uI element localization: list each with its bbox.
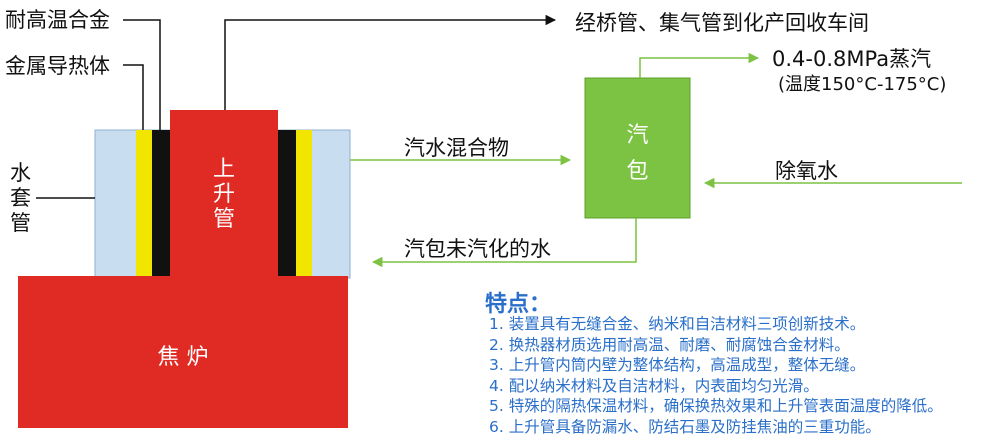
feature-item: 5. 特殊的隔热保温材料，确保换热效果和上升管表面温度的降低。 xyxy=(489,397,943,415)
alloy-label: 耐高温合金 xyxy=(5,8,110,32)
feature-item: 2. 换热器材质选用耐高温、耐磨、耐腐蚀合金材料。 xyxy=(489,335,850,354)
furnace-shape xyxy=(18,276,348,428)
feature-item: 4. 配以纳米材料及自洁材料，内表面均匀光滑。 xyxy=(489,376,819,395)
riser-tube-shape xyxy=(170,110,278,278)
unvaporized-water-label: 汽包未汽化的水 xyxy=(404,237,551,261)
metal-leader-line xyxy=(123,64,144,130)
workshop-destination-label: 经桥管、集气管到化产回收车间 xyxy=(575,11,869,35)
steam-drum-label: 汽 包 xyxy=(626,123,649,184)
steam-output-label: 0.4-0.8MPa蒸汽 xyxy=(772,47,932,71)
feature-item: 3. 上升管内筒内壁为整体结构，高温成型，整体无缝。 xyxy=(489,356,866,374)
features-list: 1. 装置具有无缝合金、纳米和自洁材料三项创新技术。 2. 换热器材质选用耐高温… xyxy=(489,314,943,437)
steam-output-arrow xyxy=(639,52,760,78)
feature-item: 1. 装置具有无缝合金、纳米和自洁材料三项创新技术。 xyxy=(489,315,866,333)
water-jacket-label: 水 套 管 xyxy=(10,161,31,235)
return-water-arrow xyxy=(371,218,637,268)
metal-layer-right xyxy=(278,130,296,278)
deaerated-water-label: 除氧水 xyxy=(775,159,838,183)
feature-item: 6. 上升管具备防漏水、防结石墨及防挂焦油的三重功能。 xyxy=(489,417,881,436)
features-title: 特点： xyxy=(485,292,552,317)
steam-temp-label: (温度150°C-175°C) xyxy=(778,74,947,95)
metal-conductor-label: 金属导热体 xyxy=(5,54,110,78)
gas-output-arrow xyxy=(224,14,557,110)
mixture-label: 汽水混合物 xyxy=(404,136,509,160)
alloy-layer-right xyxy=(296,130,312,278)
riser-tube-label: 上 升 管 xyxy=(212,157,235,232)
furnace-label: 焦 炉 xyxy=(157,345,209,370)
metal-layer-left xyxy=(152,130,170,278)
alloy-layer-left xyxy=(136,130,152,278)
drum-shape xyxy=(584,77,691,219)
alloy-leader-line xyxy=(123,19,161,130)
